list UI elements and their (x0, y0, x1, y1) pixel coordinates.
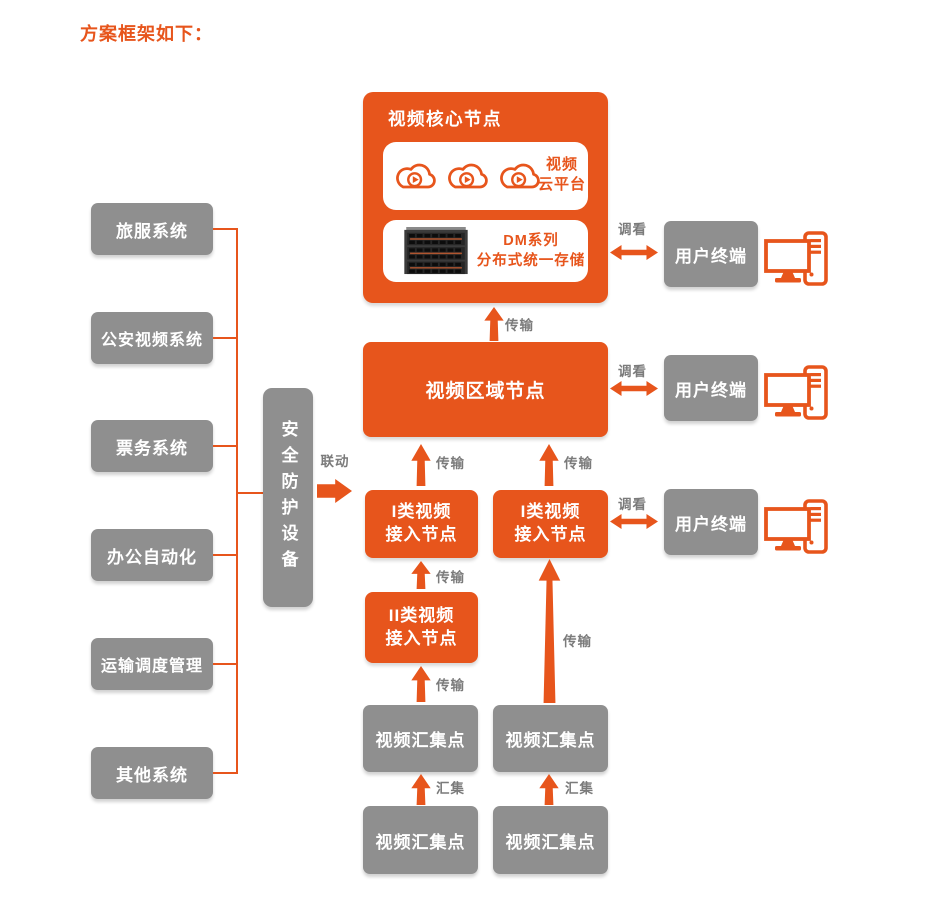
arrow-up-icon (411, 774, 431, 805)
node-ticketing-system: 票务系统 (91, 420, 213, 472)
arrow-up-icon (411, 561, 431, 589)
node-label: 旅服系统 (116, 221, 188, 241)
node-label: 票务系统 (116, 438, 188, 458)
page-title: 方案框架如下： (80, 24, 213, 44)
node-label: 其他系统 (116, 765, 188, 785)
desktop-computer-icon (764, 231, 828, 286)
edge-label-aggregate: 汇集 (436, 781, 465, 796)
connector-line (213, 772, 238, 774)
node-police-video-system: 公安视频系统 (91, 312, 213, 364)
node-office-automation: 办公自动化 (91, 529, 213, 581)
node-label: 视频汇集点 (505, 731, 596, 750)
edge-label-transmit: 传输 (436, 570, 465, 585)
arrow-up-long-icon (538, 559, 561, 703)
node-class1-video-access-left: I类视频 接入节点 (365, 490, 478, 558)
edge-label-view: 调看 (618, 364, 647, 379)
arrow-double-icon (610, 245, 658, 260)
node-user-terminal: 用户终端 (664, 221, 758, 287)
node-video-aggregation-point: 视频汇集点 (363, 806, 478, 874)
edge-label-transmit: 传输 (505, 318, 534, 333)
node-other-systems: 其他系统 (91, 747, 213, 799)
arrow-up-icon (484, 307, 504, 341)
node-label: 用户终端 (675, 380, 747, 400)
node-video-aggregation-point: 视频汇集点 (493, 705, 608, 772)
node-label: 视频汇集点 (375, 731, 466, 750)
video-cloud-icon (448, 163, 488, 189)
node-label: 视频区域节点 (425, 381, 546, 402)
edge-label-transmit: 传输 (564, 456, 593, 471)
node-label: 用户终端 (675, 514, 747, 534)
connector-line (213, 228, 238, 230)
edge-label-transmit: 传输 (436, 456, 465, 471)
arrow-up-icon (411, 666, 431, 702)
cloud-platform-label: 视频 云平台 (538, 156, 587, 194)
connector-line (236, 492, 263, 494)
node-label: 安全防护设备 (278, 419, 298, 576)
video-cloud-icon (500, 163, 540, 189)
node-label: 办公自动化 (107, 547, 197, 567)
edge-label-transmit: 传输 (563, 634, 592, 649)
connector-line (213, 554, 238, 556)
edge-label-transmit: 传输 (436, 678, 465, 693)
node-label: 用户终端 (675, 246, 747, 266)
node-video-core: 视频核心节点 视频 云平台 (363, 92, 608, 303)
arrow-up-icon (539, 774, 559, 805)
arrow-up-icon (539, 444, 559, 486)
node-travel-service-system: 旅服系统 (91, 203, 213, 255)
edge-label-aggregate: 汇集 (565, 781, 594, 796)
node-label: 视频汇集点 (375, 832, 466, 852)
node-class1-video-access-right: I类视频 接入节点 (493, 490, 608, 558)
connector-line (213, 663, 238, 665)
desktop-computer-icon (764, 365, 828, 420)
node-video-aggregation-point: 视频汇集点 (363, 705, 478, 772)
node-video-aggregation-point: 视频汇集点 (493, 806, 608, 874)
node-title: 视频核心节点 (388, 109, 502, 129)
connector-trunk-line (236, 228, 238, 774)
node-label: 公安视频系统 (100, 332, 203, 349)
connector-line (213, 337, 238, 339)
arrow-up-icon (411, 444, 431, 486)
arrow-double-icon (610, 381, 658, 396)
node-label: 视频汇集点 (505, 832, 596, 852)
storage-server-image (404, 227, 468, 275)
node-security-protection-device: 安全防护设备 (263, 388, 313, 607)
arrow-double-icon (610, 514, 658, 529)
node-transport-dispatch-management: 运输调度管理 (91, 638, 213, 690)
node-user-terminal: 用户终端 (664, 489, 758, 555)
cloud-platform-panel: 视频 云平台 (383, 142, 588, 210)
storage-panel: DM系列 分布式统一存储 (383, 220, 588, 282)
node-label: I类视频 接入节点 (385, 502, 458, 544)
node-user-terminal: 用户终端 (664, 355, 758, 421)
video-cloud-icon (396, 163, 436, 189)
edge-label-view: 调看 (618, 222, 647, 237)
node-video-region: 视频区域节点 (363, 342, 608, 437)
arrow-right-icon (317, 479, 352, 503)
node-label: I类视频 接入节点 (514, 502, 587, 544)
storage-label: DM系列 分布式统一存储 (476, 233, 586, 269)
desktop-computer-icon (764, 499, 828, 554)
node-class2-video-access: II类视频 接入节点 (365, 592, 478, 663)
node-label: II类视频 接入节点 (385, 605, 458, 648)
node-label: 运输调度管理 (100, 658, 203, 675)
connector-line (213, 445, 238, 447)
edge-label-view: 调看 (618, 497, 647, 512)
edge-label-linkage: 联动 (320, 454, 350, 469)
